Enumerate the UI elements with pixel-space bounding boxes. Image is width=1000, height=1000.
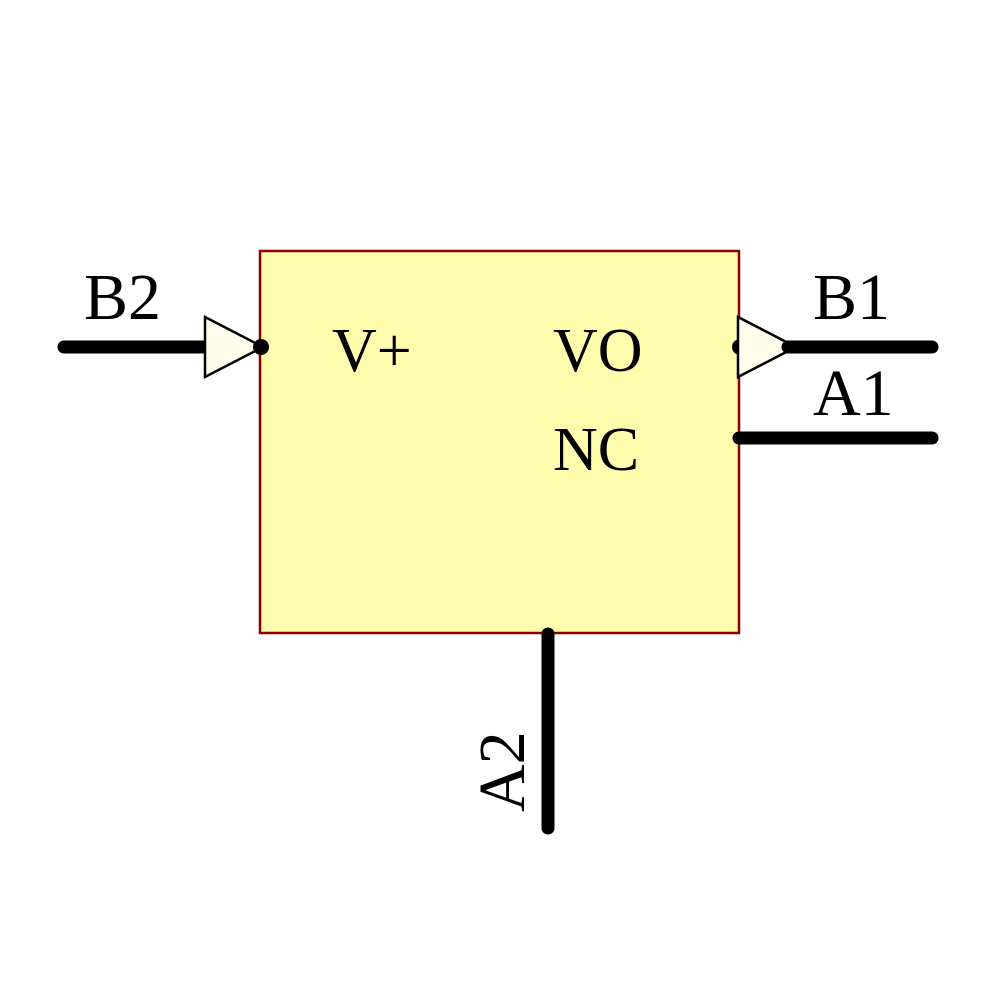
net-label-b1: B1: [813, 261, 890, 334]
pin-group-b2[interactable]: [57, 314, 269, 380]
net-label-a2: A2: [466, 731, 539, 812]
component-body-rect[interactable]: [258, 249, 741, 635]
net-label-a1: A1: [813, 357, 894, 430]
net-label-b2: B2: [84, 261, 161, 334]
pin-label-vo: VO: [553, 317, 643, 385]
pin-label-nc: NC: [553, 416, 639, 484]
arrow-in-icon: [203, 314, 266, 380]
pin-dot-b2: [253, 339, 269, 355]
pin-label-vplus: V+: [332, 317, 412, 385]
arrow-out-icon: [736, 314, 799, 380]
pin-group-b1[interactable]: [732, 314, 939, 380]
